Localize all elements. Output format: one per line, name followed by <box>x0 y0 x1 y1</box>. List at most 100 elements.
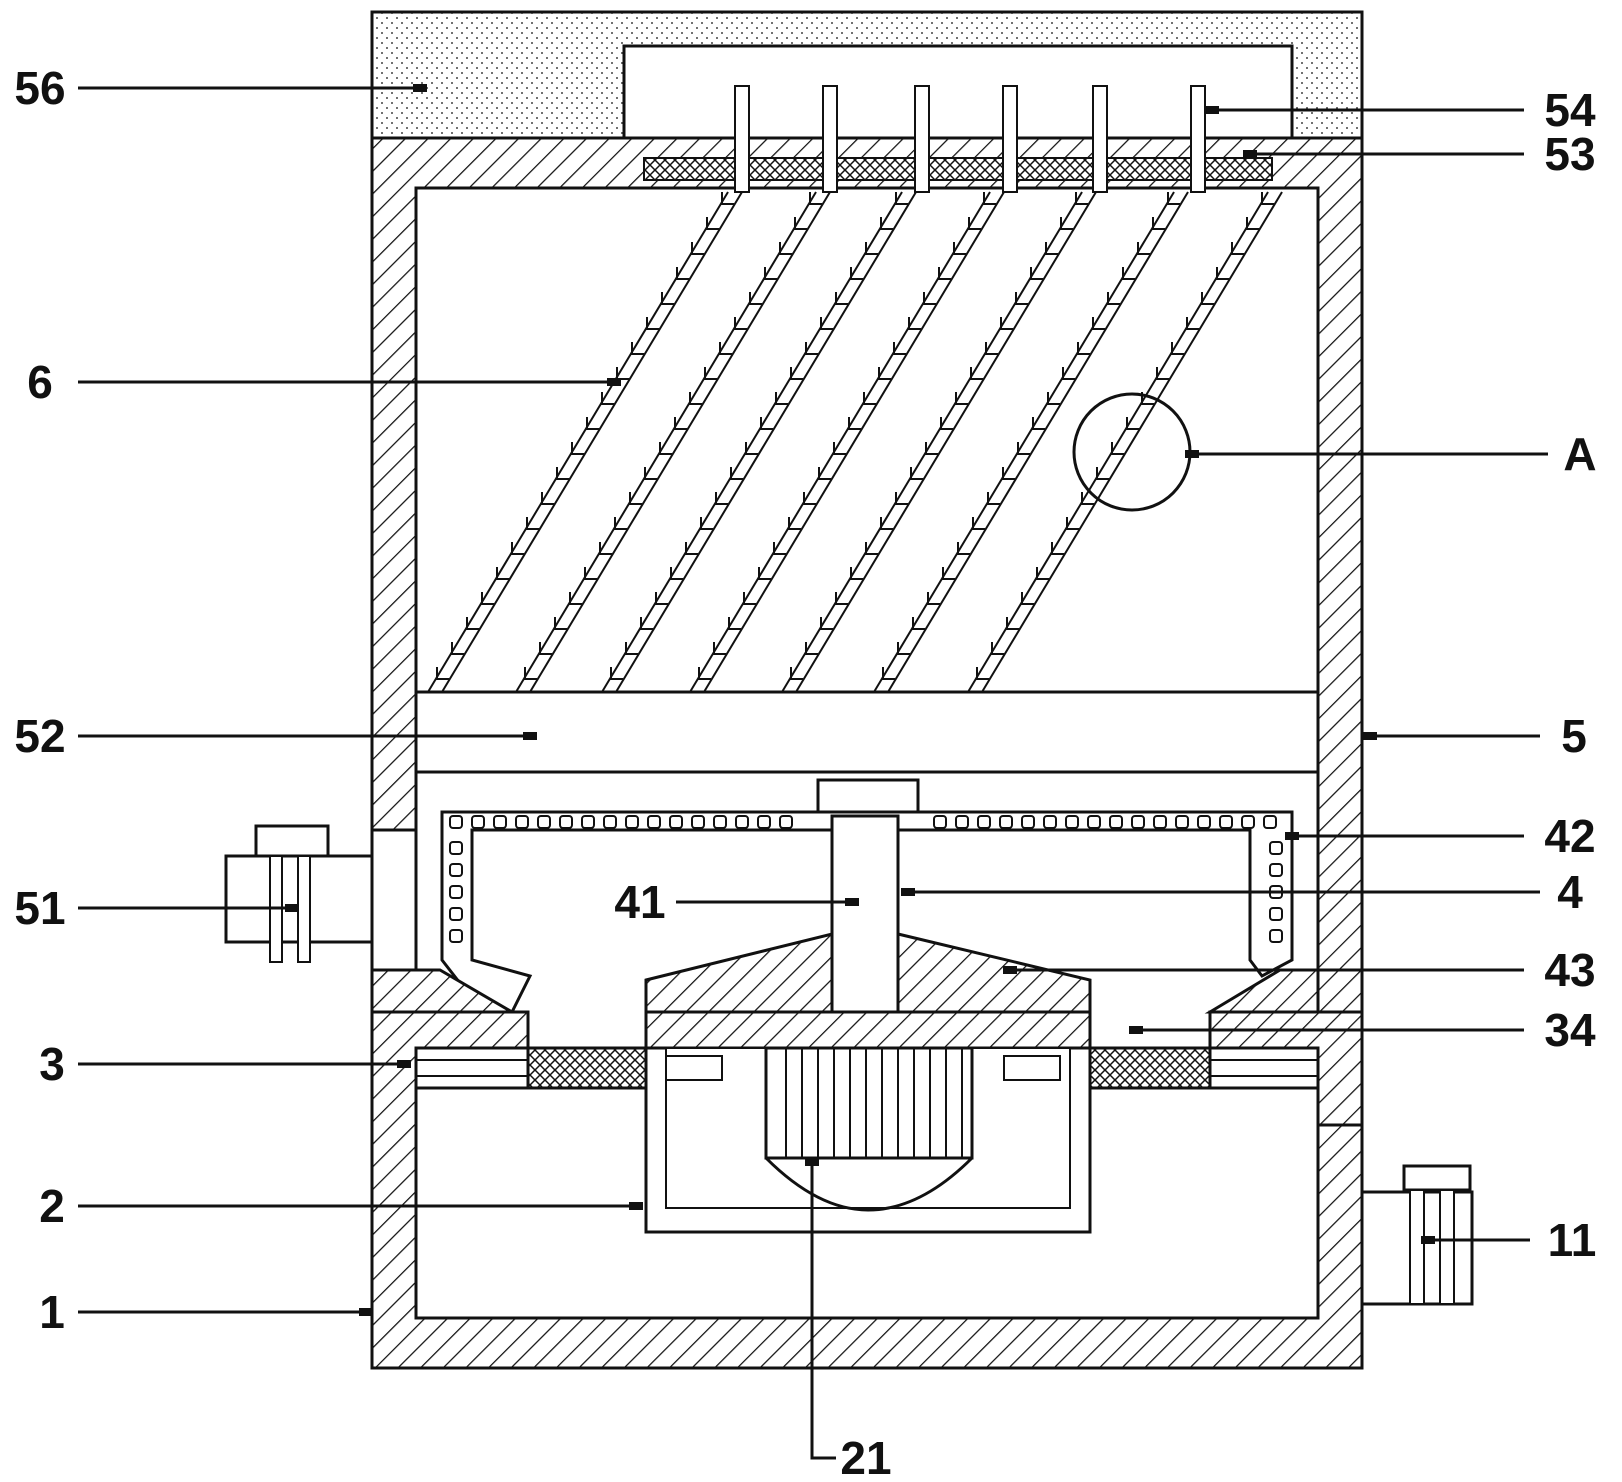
collector-top <box>644 1010 1092 1050</box>
vane-right-43 <box>896 932 1092 1014</box>
spray-hole <box>1241 815 1255 829</box>
callout-34: 34 <box>1129 1004 1596 1056</box>
baffle-tooth <box>1060 217 1073 230</box>
spray-hole <box>1197 815 1211 829</box>
spray-hole <box>515 815 529 829</box>
callout-label: 2 <box>39 1180 65 1232</box>
fan-bowl <box>764 1156 974 1212</box>
baffle-tooth <box>625 642 638 655</box>
callout-42: 42 <box>1285 810 1596 862</box>
callout-54: 54 <box>1205 84 1596 136</box>
baffle-tooth <box>835 292 848 305</box>
baffle-tooth <box>706 217 719 230</box>
baffle-tooth <box>704 367 717 380</box>
baffle-tooth <box>955 392 968 405</box>
baffle-tooth <box>1051 542 1064 555</box>
baffle-tooth <box>554 617 567 630</box>
leader-arrowhead <box>359 1308 373 1316</box>
baffle-tooth <box>818 467 831 480</box>
baffle-tooth <box>880 217 893 230</box>
callout-label: 42 <box>1544 810 1595 862</box>
nozzle-group <box>734 85 1206 193</box>
baffle-tooth <box>794 217 807 230</box>
baffle-tooth <box>790 667 803 680</box>
callout-label: 41 <box>614 876 665 928</box>
baffle-tooth <box>957 542 970 555</box>
leader-arrowhead <box>1285 832 1299 840</box>
baffle-tooth <box>779 242 792 255</box>
callout-52: 52 <box>14 710 537 762</box>
baffle-tooth <box>865 242 878 255</box>
baffle-tooth <box>1075 192 1088 205</box>
baffle-tooth <box>1066 517 1079 530</box>
baffle-tooth <box>1015 292 1028 305</box>
baffle-tooth <box>646 317 659 330</box>
baffle-tooth <box>809 192 822 205</box>
baffle-tooth <box>700 517 713 530</box>
baffle-tooth <box>1201 292 1214 305</box>
baffle-tooth <box>968 217 981 230</box>
spray-hole <box>449 815 463 829</box>
spray-hole <box>1065 815 1079 829</box>
spray-hole <box>603 815 617 829</box>
baffle-tooth <box>878 367 891 380</box>
vane-left-43 <box>644 932 834 1014</box>
baffle-plate <box>601 191 917 693</box>
baffle-tooth <box>670 567 683 580</box>
spray-hole <box>1269 907 1283 921</box>
baffle-tooth <box>758 567 771 580</box>
callout-11: 11 <box>1421 1214 1596 1266</box>
baffle-tooth <box>882 667 895 680</box>
baffle-tooth <box>730 467 743 480</box>
spray-hole <box>1131 815 1145 829</box>
baffle-tooth <box>790 367 803 380</box>
spray-hole <box>999 815 1013 829</box>
baffle-tooth <box>880 517 893 530</box>
baffle-tooth <box>640 617 653 630</box>
callout-label: 43 <box>1544 944 1595 996</box>
baffle-tooth <box>721 192 734 205</box>
spray-hole <box>449 929 463 943</box>
baffle-plate <box>515 191 831 693</box>
nozzle-tube <box>1092 85 1108 193</box>
baffle-tooth <box>912 617 925 630</box>
callout-A: A <box>1185 428 1597 480</box>
baffle-tooth <box>436 667 449 680</box>
callout-43: 43 <box>1003 944 1596 996</box>
baffle-tooth <box>511 542 524 555</box>
callout-label: 3 <box>39 1038 65 1090</box>
spray-hole <box>559 815 573 829</box>
nozzle-tube <box>914 85 930 193</box>
spray-bar-53 <box>643 157 1273 181</box>
baffle-tooth <box>788 517 801 530</box>
baffle-tooth <box>719 342 732 355</box>
baffle-tooth <box>938 267 951 280</box>
baffle-tooth <box>985 342 998 355</box>
leader-arrowhead <box>397 1060 411 1068</box>
baffle-tooth <box>685 542 698 555</box>
leader-arrowhead <box>1243 150 1257 158</box>
baffle-tooth <box>599 542 612 555</box>
callout-21: 21 <box>805 1158 892 1482</box>
baffle-tooth <box>1092 317 1105 330</box>
baffle-tooth <box>1017 442 1030 455</box>
detail-circle-a <box>1072 392 1192 512</box>
callout-label: 4 <box>1557 866 1583 918</box>
spray-hole <box>977 815 991 829</box>
baffle-tooth <box>972 517 985 530</box>
spray-hole <box>1269 929 1283 943</box>
baffle-tooth <box>496 567 509 580</box>
baffle-tooth <box>659 442 672 455</box>
baffle-tooth <box>775 392 788 405</box>
baffle-tooth <box>734 317 747 330</box>
spray-hole <box>735 815 749 829</box>
baffle-tooth <box>927 592 940 605</box>
callout-label: 51 <box>14 882 65 934</box>
baffle-group-6 <box>427 191 1283 693</box>
callout-5: 5 <box>1363 710 1587 762</box>
baffle-tooth <box>820 317 833 330</box>
spray-hole <box>1175 815 1189 829</box>
leader-arrowhead <box>1205 106 1219 114</box>
baffle-tooth <box>1167 192 1180 205</box>
